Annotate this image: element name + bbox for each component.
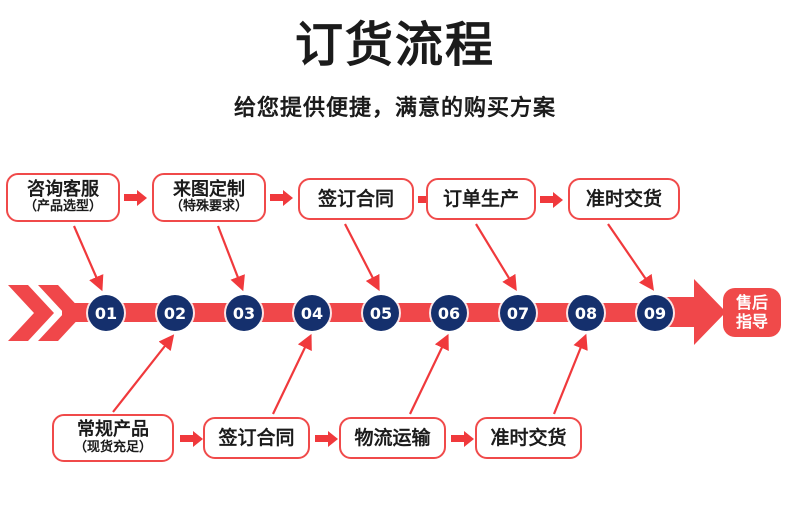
timeline-node-02-label: 02	[163, 303, 187, 323]
bottom-connector-arrow-1	[180, 435, 194, 442]
bottom-step-box-4[interactable]: 准时交货	[475, 417, 582, 459]
top-step-box-1[interactable]: 咨询客服 （产品选型）	[6, 173, 120, 222]
timeline-node-07[interactable]: 07	[500, 295, 536, 331]
connector-top3-to-node05	[344, 223, 380, 292]
top-connector-arrow-2	[270, 194, 284, 201]
top-step-2-subtitle: （特殊要求）	[169, 199, 248, 215]
top-step-box-4[interactable]: 订单生产	[426, 178, 536, 220]
bottom-step-1-subtitle: （现货充足）	[73, 439, 152, 455]
bottom-step-4-title: 准时交货	[490, 426, 567, 449]
bottom-step-box-1[interactable]: 常规产品 （现货充足）	[52, 414, 174, 462]
timeline-node-08[interactable]: 08	[568, 295, 604, 331]
top-step-2-title: 来图定制	[173, 178, 245, 200]
timeline-node-05-label: 05	[369, 303, 393, 323]
timeline-node-09-label: 09	[643, 303, 667, 323]
bottom-connector-arrow-3	[451, 435, 465, 442]
connector-top2-to-node03	[216, 225, 245, 292]
page-subtitle: 给您提供便捷，满意的购买方案	[233, 96, 556, 121]
timeline-node-06-label: 06	[437, 303, 461, 323]
top-connector-arrow-4	[540, 196, 554, 203]
timeline-node-09[interactable]: 09	[637, 295, 673, 331]
connector-top4-to-node07	[475, 223, 517, 292]
timeline-node-08-label: 08	[574, 303, 598, 323]
bottom-step-box-2[interactable]: 签订合同	[203, 417, 310, 459]
timeline-node-03[interactable]: 03	[226, 295, 262, 331]
timeline-node-07-label: 07	[506, 303, 530, 323]
connector-top5-to-node09	[607, 223, 654, 291]
connector-bottom4-to-node08	[552, 333, 588, 415]
bottom-step-2-title: 签订合同	[218, 426, 295, 449]
timeline-node-04[interactable]: 04	[294, 295, 330, 331]
bottom-connector-arrow-2	[315, 435, 329, 442]
after-sales-badge-line2: 指导	[735, 311, 768, 331]
top-step-4-title: 订单生产	[442, 187, 519, 210]
timeline-node-03-label: 03	[232, 303, 256, 323]
timeline-node-01-label: 01	[94, 303, 118, 323]
connector-top1-to-node01	[72, 225, 104, 292]
bottom-step-3-title: 物流运输	[354, 426, 431, 449]
after-sales-badge-line1: 售后	[735, 293, 768, 313]
top-step-1-subtitle: （产品选型）	[23, 199, 102, 215]
timeline-node-04-label: 04	[300, 303, 324, 323]
connector-bottom1-to-node02	[112, 334, 175, 413]
top-step-box-3[interactable]: 签订合同	[298, 178, 414, 220]
bottom-step-box-3[interactable]: 物流运输	[339, 417, 446, 459]
bottom-step-1-title: 常规产品	[77, 419, 149, 441]
timeline-node-05[interactable]: 05	[363, 295, 399, 331]
connector-bottom2-to-node04	[272, 333, 312, 415]
top-step-3-title: 签订合同	[317, 187, 394, 210]
top-connector-arrow-1	[124, 194, 138, 201]
top-step-box-5[interactable]: 准时交货	[568, 178, 680, 220]
top-step-box-2[interactable]: 来图定制 （特殊要求）	[152, 173, 266, 222]
timeline-node-06[interactable]: 06	[431, 295, 467, 331]
connector-bottom3-to-node06	[409, 333, 449, 415]
timeline-node-01[interactable]: 01	[88, 295, 124, 331]
top-step-1-title: 咨询客服	[27, 178, 99, 200]
top-step-5-title: 准时交货	[585, 187, 662, 210]
timeline-node-02[interactable]: 02	[157, 295, 193, 331]
after-sales-badge[interactable]: 售后 指导	[723, 288, 781, 337]
top-connector-arrow-3	[418, 196, 432, 203]
page-title: 订货流程	[294, 17, 495, 73]
timeline-end-arrow	[664, 279, 726, 349]
